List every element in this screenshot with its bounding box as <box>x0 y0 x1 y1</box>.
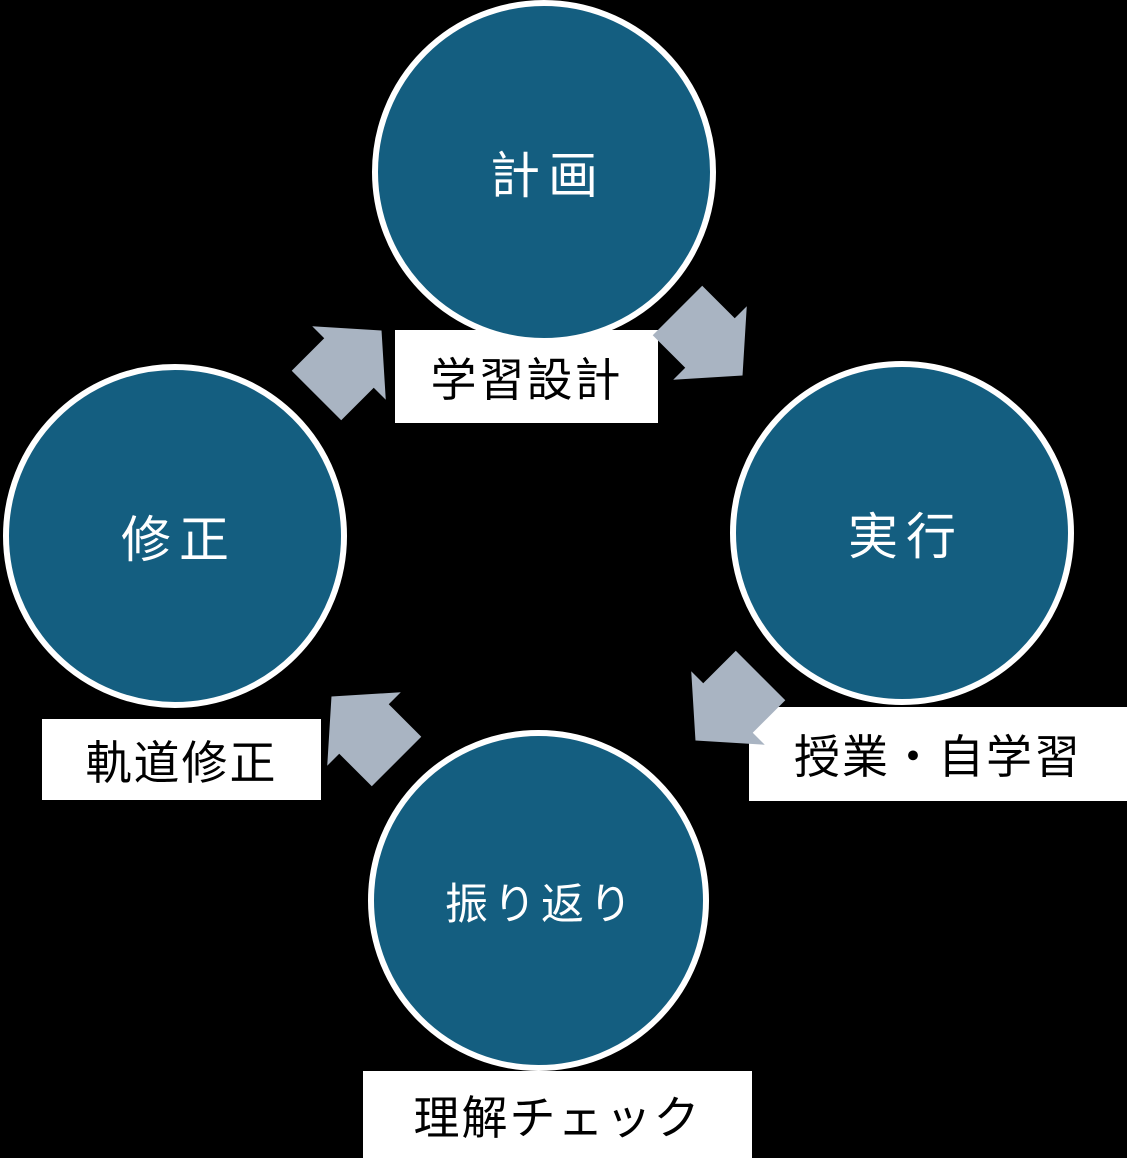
caption-understanding-check-text: 理解チェック <box>413 1091 702 1144</box>
arrow-do-to-reflect-icon <box>691 650 786 745</box>
arrow-reflect-to-revise-icon <box>327 692 422 787</box>
arrow-shape <box>652 285 747 380</box>
caption-class-self-study: 授業・自学習 <box>749 707 1127 801</box>
cycle-node-revise-label: 修正 <box>121 512 237 568</box>
caption-course-correction: 軌道修正 <box>42 719 321 800</box>
cycle-node-plan: 計画 <box>372 0 716 344</box>
cycle-node-reflect: 振り返り <box>368 730 709 1071</box>
caption-understanding-check: 理解チェック <box>363 1071 752 1158</box>
caption-learning-design: 学習設計 <box>395 330 658 423</box>
caption-course-correction-text: 軌道修正 <box>85 736 278 789</box>
arrow-shape <box>691 650 786 745</box>
arrow-revise-to-plan-icon <box>291 326 386 421</box>
cycle-node-plan-label: 計画 <box>490 148 606 204</box>
caption-class-self-study-text: 授業・自学習 <box>794 731 1082 783</box>
cycle-node-do: 実行 <box>730 361 1074 705</box>
arrow-plan-to-do-icon <box>652 285 747 380</box>
arrow-shape <box>327 692 422 787</box>
arrow-shape <box>291 326 386 421</box>
caption-learning-design-text: 学習設計 <box>430 353 623 406</box>
cycle-node-reflect-label: 振り返り <box>445 880 637 929</box>
cycle-node-do-label: 実行 <box>848 509 964 565</box>
cycle-node-revise: 修正 <box>3 364 347 708</box>
